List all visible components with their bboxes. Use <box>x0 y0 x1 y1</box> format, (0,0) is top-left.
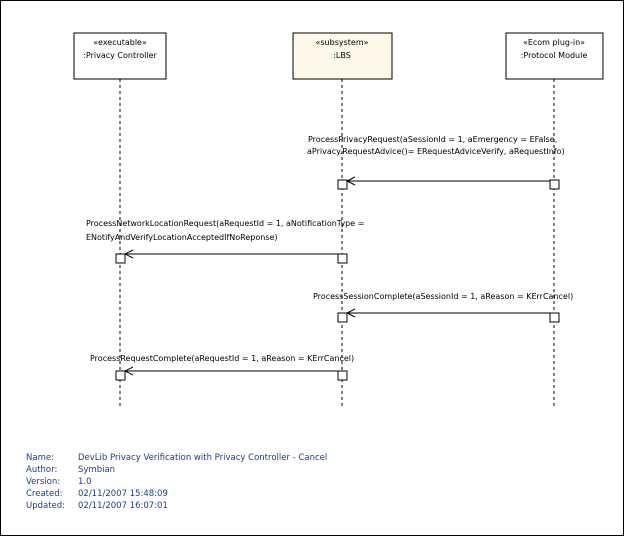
note-row-name: Name: DevLib Privacy Verification with P… <box>26 452 327 464</box>
message-process-request-complete[interactable]: ProcessRequestComplete(aRequestId = 1, a… <box>90 354 354 381</box>
message-process-network-location-request[interactable]: ProcessNetworkLocationRequest(aRequestId… <box>86 219 364 264</box>
lifeline-name: :Privacy Controller <box>83 51 157 60</box>
message-label-line: aPrivacy.RequestAdvice()= ERequestAdvice… <box>307 147 565 156</box>
activation-bar <box>115 253 126 264</box>
lifeline-stereotype: «subsystem» <box>315 38 368 47</box>
lifeline-lbs[interactable]: «subsystem» :LBS <box>292 32 393 408</box>
activation-bar <box>337 312 348 323</box>
message-label-line: ProcessPrivacyRequest(aSessionId = 1, aE… <box>308 135 557 144</box>
activation-bar <box>337 179 348 190</box>
lifeline-stereotype: «Ecom plug-in» <box>523 38 585 47</box>
message-label-line: ProcessNetworkLocationRequest(aRequestId… <box>86 219 364 228</box>
note-value: 1.0 <box>78 477 92 487</box>
note-label: Name: <box>26 453 54 463</box>
message-label-line: ProcessSessionComplete(aSessionId = 1, a… <box>313 292 573 301</box>
note-value: Symbian <box>78 465 116 475</box>
note-value: DevLib Privacy Verification with Privacy… <box>78 453 328 463</box>
note-row-author: Author: Symbian <box>26 464 327 476</box>
lifeline-name: :Protocol Module <box>521 51 588 60</box>
activation-bar <box>115 370 126 381</box>
note-label: Author: <box>26 465 58 475</box>
message-label-line: ENotifyAndVerifyLocationAcceptedIfNoRepo… <box>86 233 278 242</box>
sequence-diagram: «executable» :Privacy Controller «subsys… <box>73 32 604 408</box>
activation-bar <box>337 253 348 264</box>
message-process-privacy-request[interactable]: ProcessPrivacyRequest(aSessionId = 1, aE… <box>307 135 565 190</box>
lifeline-stereotype: «executable» <box>93 38 147 47</box>
note-row-created: Created: 02/11/2007 15:48:09 <box>26 488 327 500</box>
note-row-updated: Updated: 02/11/2007 16:07:01 <box>26 500 327 512</box>
diagram-notes: Name: DevLib Privacy Verification with P… <box>26 452 327 512</box>
lifeline-box-protocol-module[interactable] <box>505 32 604 80</box>
activation-bar <box>549 179 560 190</box>
message-label-line: ProcessRequestComplete(aRequestId = 1, a… <box>90 354 354 363</box>
lifeline-box-privacy-controller[interactable] <box>73 32 167 80</box>
note-label: Updated: <box>26 501 66 511</box>
lifeline-name: :LBS <box>333 51 351 60</box>
activation-bar <box>337 370 348 381</box>
note-value: 02/11/2007 16:07:01 <box>78 501 168 511</box>
note-label: Created: <box>26 489 63 499</box>
lifeline-protocol-module[interactable]: «Ecom plug-in» :Protocol Module <box>505 32 604 408</box>
note-label: Version: <box>26 477 61 487</box>
activation-bar <box>549 312 560 323</box>
note-row-version: Version: 1.0 <box>26 476 327 488</box>
lifeline-box-lbs[interactable] <box>292 32 393 80</box>
message-process-session-complete[interactable]: ProcessSessionComplete(aSessionId = 1, a… <box>313 292 573 323</box>
note-value: 02/11/2007 15:48:09 <box>78 489 168 499</box>
lifeline-privacy-controller[interactable]: «executable» :Privacy Controller <box>73 32 167 408</box>
